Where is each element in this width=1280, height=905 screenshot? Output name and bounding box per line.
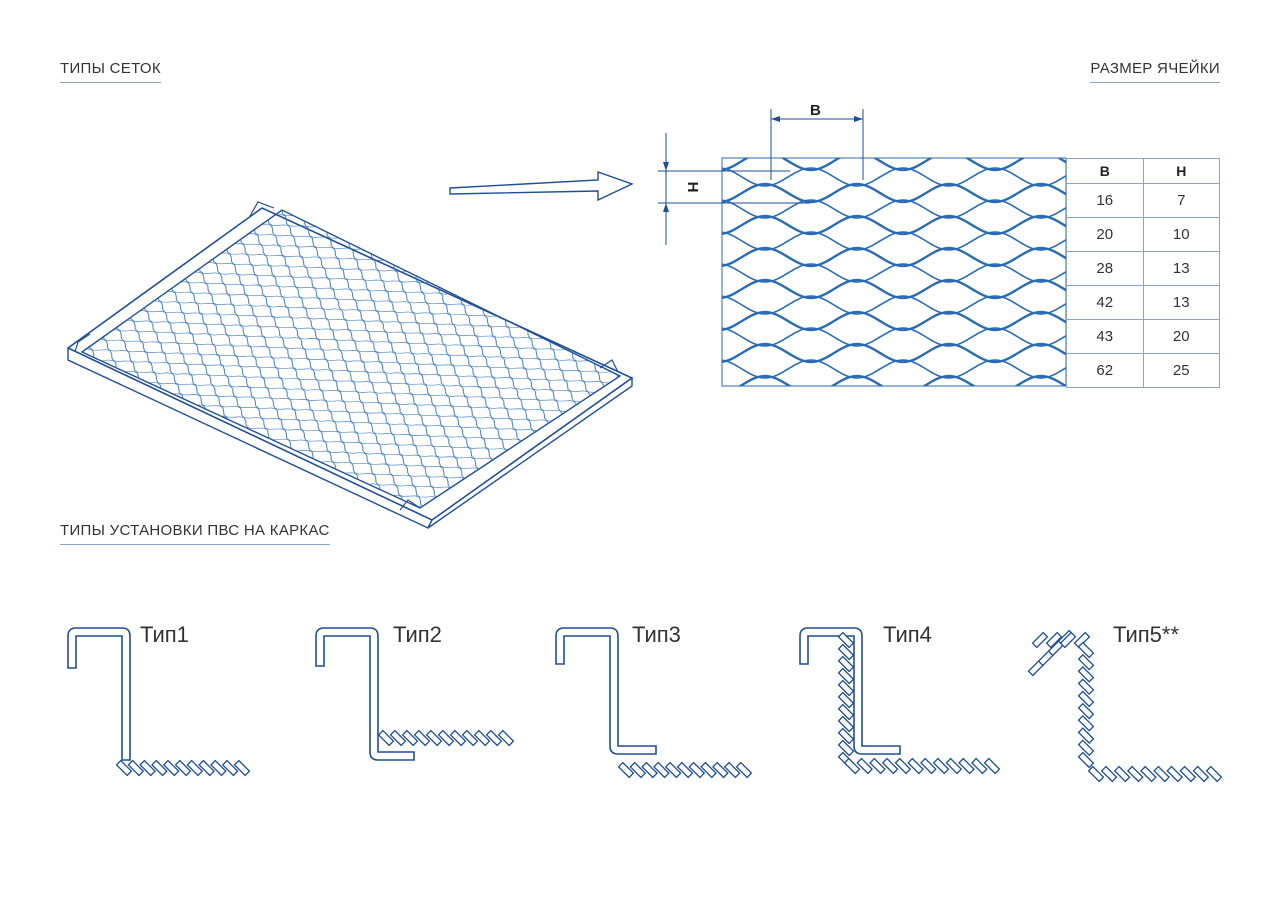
dim-h-label: H xyxy=(684,182,701,193)
type3-label: Тип3 xyxy=(632,622,681,647)
panel-frame-inner xyxy=(80,209,622,509)
table-cell: 28 xyxy=(1066,251,1144,286)
table-cell: 25 xyxy=(1142,353,1220,388)
table-cell: 20 xyxy=(1142,319,1220,354)
mesh-cell-detail: B H xyxy=(658,102,1067,387)
table-cell: 13 xyxy=(1142,285,1220,320)
detail-arrow xyxy=(449,171,634,202)
table-header-b: B xyxy=(1066,158,1144,184)
type3-profile xyxy=(555,627,657,755)
mesh-panel-illustration xyxy=(66,201,634,529)
type1-profile xyxy=(67,627,131,761)
table-cell: 10 xyxy=(1142,217,1220,252)
type4-label: Тип4 xyxy=(883,622,932,647)
mesh-types-heading: ТИПЫ СЕТОК xyxy=(60,60,161,83)
type2-profile xyxy=(315,627,415,761)
table-cell: 13 xyxy=(1142,251,1220,286)
cell-size-heading: РАЗМЕР ЯЧЕЙКИ xyxy=(1090,60,1220,83)
detail-border xyxy=(721,157,1067,387)
dim-b-label: B xyxy=(810,102,821,119)
type5-label: Тип5** xyxy=(1113,622,1180,647)
detail-mesh-pattern xyxy=(722,158,1066,386)
type1-label: Тип1 xyxy=(140,622,189,647)
table-cell: 20 xyxy=(1066,217,1144,252)
type2-label: Тип2 xyxy=(393,622,442,647)
mesh-hatch-strips xyxy=(115,629,1223,783)
table-cell: 43 xyxy=(1066,319,1144,354)
install-types-heading: ТИПЫ УСТАНОВКИ ПВС НА КАРКАС xyxy=(60,522,330,545)
type4-profile xyxy=(799,627,901,755)
